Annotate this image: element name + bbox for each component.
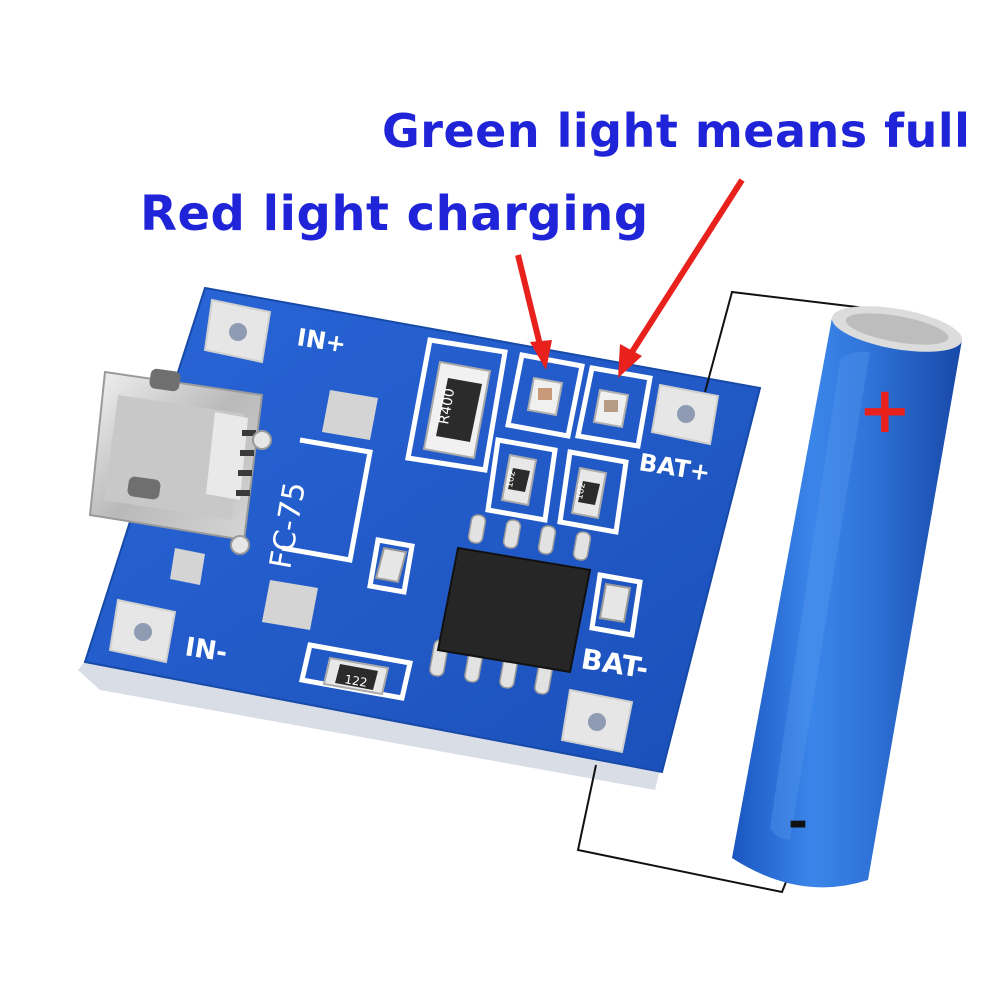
resistor-102-b	[570, 466, 608, 520]
label-102-a: 102	[505, 470, 518, 489]
resistor-r400	[422, 360, 492, 460]
battery-plus-symbol: +	[858, 374, 912, 448]
arrow-red-light	[515, 254, 543, 346]
arrow-green-light-head	[618, 344, 642, 378]
arrow-green-light	[629, 178, 745, 354]
arrow-red-light-head	[530, 340, 552, 370]
micro-usb-port	[88, 368, 272, 555]
caption-red-light: Red light charging	[140, 186, 649, 242]
charger-ic-chip	[429, 514, 592, 695]
capacitor	[374, 546, 632, 624]
resistor-122	[322, 656, 390, 696]
resistor-102-a	[500, 453, 538, 507]
led-green	[592, 388, 630, 429]
caption-green-light: Green light means full	[382, 104, 971, 158]
label-in-minus: IN-	[183, 632, 229, 668]
battery-minus-symbol: -	[788, 794, 808, 850]
led-red	[526, 376, 564, 417]
indicator-arrows	[515, 178, 745, 378]
label-102-b: 102	[575, 482, 588, 501]
label-122: 122	[343, 672, 368, 690]
battery-cell: + -	[732, 306, 963, 888]
label-r400: R400	[436, 387, 458, 426]
pcb-board	[78, 286, 762, 790]
wire-bat-plus	[704, 290, 883, 393]
